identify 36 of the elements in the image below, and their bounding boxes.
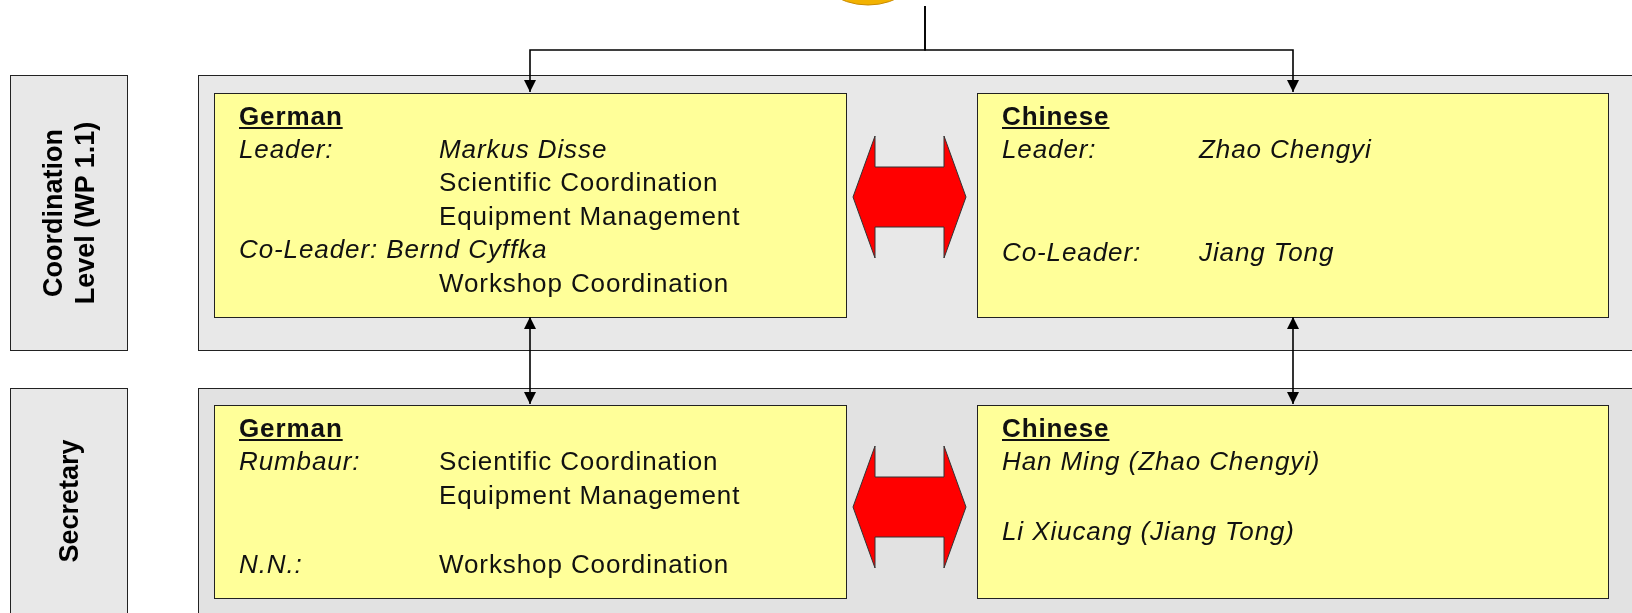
person-label: Zhao Chengyi <box>1199 134 1372 164</box>
task-label: Equipment Management <box>439 201 741 231</box>
team-card <box>977 93 1609 318</box>
person-label: Li Xiucang (Jiang Tong) <box>1002 516 1295 546</box>
team-card <box>977 405 1609 599</box>
connector-arrow <box>524 316 536 405</box>
level-label-box <box>10 388 128 613</box>
group-heading: German <box>239 101 343 131</box>
team-card <box>214 405 847 599</box>
group-heading: German <box>239 413 343 443</box>
person-label: N.N.: <box>239 549 303 579</box>
person-label: Jiang Tong <box>1199 237 1335 267</box>
person-label: Markus Disse <box>439 134 608 164</box>
task-label: Workshop Coordination <box>439 268 730 298</box>
level-band <box>198 388 1632 613</box>
level-band <box>198 75 1632 351</box>
person-label: Leader: <box>239 134 334 164</box>
task-label: Scientific Coordination <box>439 167 719 197</box>
level-label: Coordination Level (WP 1.1) <box>37 120 101 307</box>
person-label: Rumbaur: <box>239 446 361 476</box>
level-label-box <box>10 75 128 351</box>
connector-arrow <box>1287 316 1299 405</box>
double-block-arrow <box>852 135 967 259</box>
person-label: Co-Leader: Bernd Cyffka <box>239 234 548 264</box>
group-heading: Chinese <box>1002 413 1110 443</box>
double-block-arrow <box>852 445 967 569</box>
person-label: Han Ming (Zhao Chengyi) <box>1002 446 1321 476</box>
group-heading: Chinese <box>1002 101 1110 131</box>
person-label: Co-Leader: <box>1002 237 1142 267</box>
connector-arrow <box>924 5 1299 93</box>
person-label: Leader: <box>1002 134 1097 164</box>
task-label: Equipment Management <box>439 480 741 510</box>
task-label: Scientific Coordination <box>439 446 719 476</box>
task-label: Workshop Coordination <box>439 549 730 579</box>
level-label: Secretary <box>53 438 85 565</box>
team-card <box>214 93 847 318</box>
